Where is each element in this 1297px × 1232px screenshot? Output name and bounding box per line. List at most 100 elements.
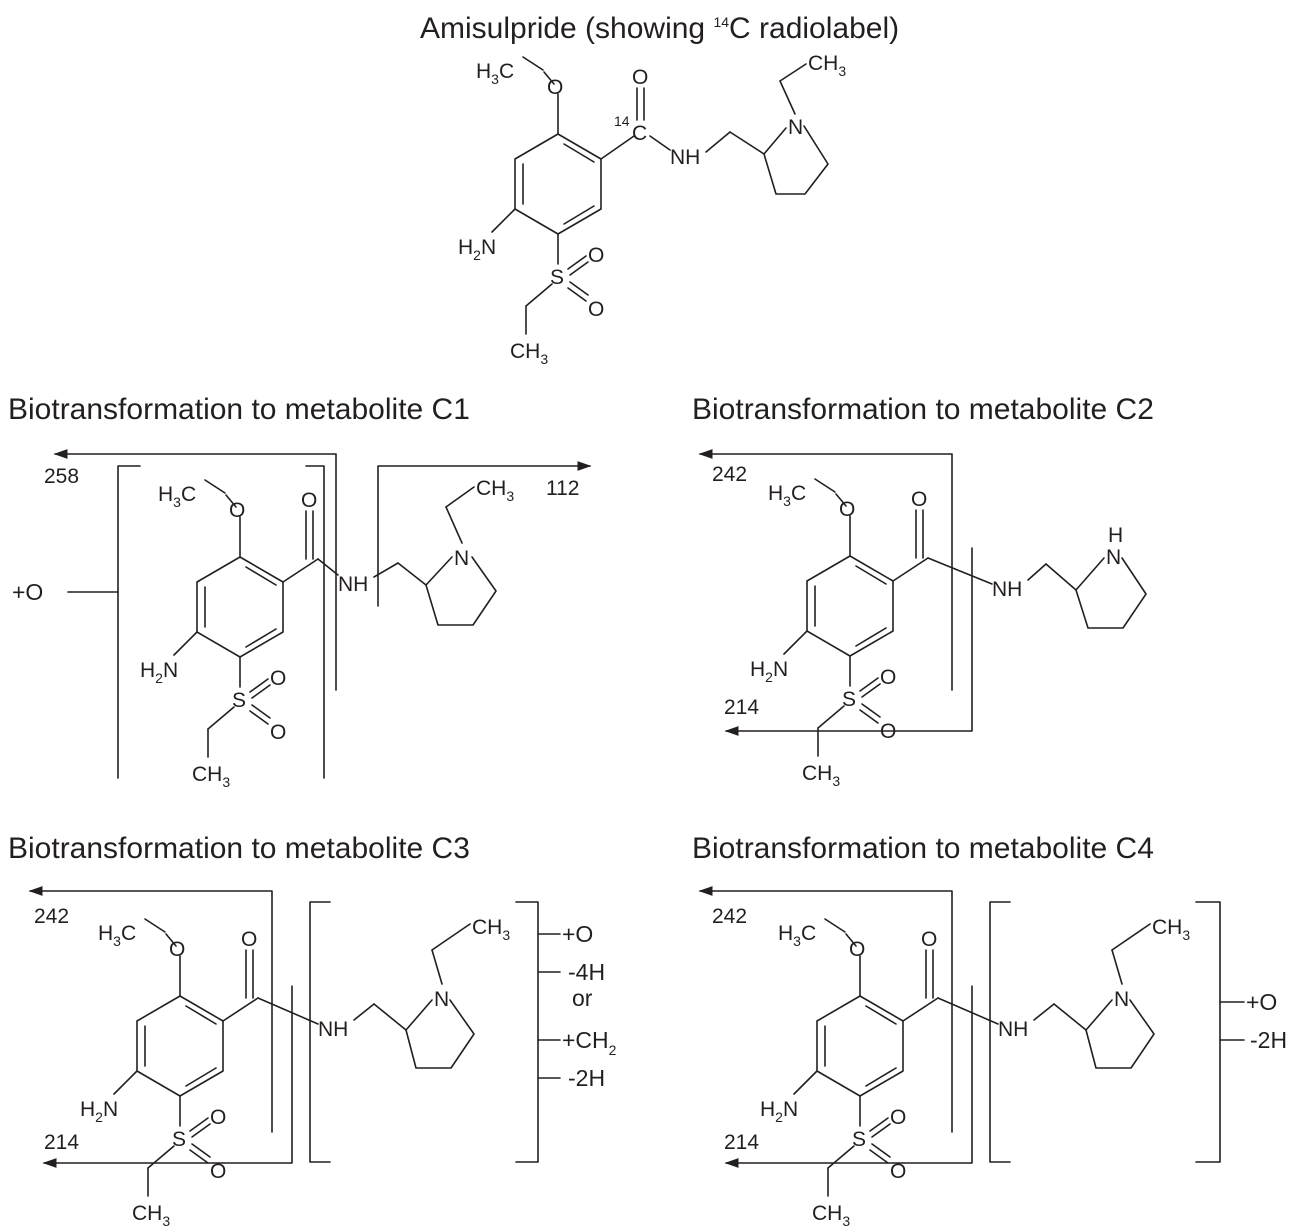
c3-note-oxidation: +O (562, 921, 593, 947)
svg-text:O: O (911, 488, 927, 511)
panel-c3: Biotransformation to metabolite C3 H3C O… (8, 832, 617, 1229)
panel-c3-heading: Biotransformation to metabolite C3 (8, 832, 470, 865)
svg-text:O: O (210, 1160, 226, 1183)
svg-text:NH: NH (998, 1018, 1028, 1041)
c3-note-dehydro-2h: -2H (568, 1065, 605, 1091)
svg-text:NH: NH (318, 1018, 348, 1041)
svg-text:H2N: H2N (760, 1098, 798, 1125)
svg-text:O: O (241, 928, 257, 951)
c3-bracket-left (309, 901, 331, 1163)
svg-text:S: S (232, 689, 246, 712)
svg-text:CH3: CH3 (1152, 916, 1190, 943)
svg-text:O: O (921, 928, 937, 951)
c2-fragment-242-arrow (698, 449, 953, 691)
panel-c1: Biotransformation to metabolite C1 H3C O… (8, 393, 592, 790)
svg-text:N: N (454, 547, 469, 570)
c4-fragment-242-label: 242 (712, 905, 747, 928)
c2-fragment-242-label: 242 (712, 463, 747, 486)
c3-fragment-214-arrow (42, 985, 293, 1168)
c4-fragment-214-label: 214 (724, 1131, 759, 1154)
c2-nh-hydrogen: H (1108, 524, 1123, 547)
c3-fragment-242-label: 242 (34, 905, 69, 928)
svg-text:CH3: CH3 (812, 1202, 850, 1229)
c3-bracket-right (515, 901, 539, 1163)
svg-text:O: O (849, 938, 865, 961)
svg-text:O: O (169, 938, 185, 961)
svg-text:H2N: H2N (80, 1098, 118, 1125)
svg-text:CH3: CH3 (192, 763, 230, 790)
svg-text:H2N: H2N (140, 659, 178, 686)
svg-text:O: O (270, 721, 286, 744)
svg-text:N: N (1106, 546, 1121, 569)
svg-text:O: O (301, 489, 317, 512)
c1-fragment-112-arrow (377, 461, 592, 607)
c4-structure: H3C O H2N S O O CH3 O NH N CH3 (760, 916, 1190, 1229)
atom-n-ethyl-methyl: CH3 (808, 52, 846, 79)
atom-methoxy-oxygen: O (547, 76, 563, 99)
c1-structure: H3C O H2N S O O CH3 O NH N CH3 (140, 477, 514, 790)
svg-text:CH3: CH3 (802, 762, 840, 789)
svg-text:N: N (1114, 988, 1129, 1011)
amisulpride-structure: H3C O H2N S O O CH3 14 C O NH N CH3 (458, 52, 846, 367)
panel-c4: Biotransformation to metabolite C4 H3C O… (692, 832, 1287, 1229)
c4-bracket-left (989, 901, 1011, 1163)
svg-text:O: O (880, 666, 896, 689)
isotope-label: 14 (614, 113, 630, 129)
c3-note-methylation: +CH2 (562, 1027, 617, 1058)
atom-carbonyl-oxygen: O (632, 66, 648, 89)
atom-methyl: H3C (476, 60, 514, 87)
svg-text:O: O (270, 667, 286, 690)
c4-fragment-242-arrow (698, 886, 953, 1133)
atom-sulfur: S (550, 266, 564, 289)
c1-oxidation-label: +O (12, 579, 43, 605)
c3-note-dehydro-4h: -4H (568, 959, 605, 985)
svg-text:S: S (852, 1128, 866, 1151)
svg-text:H3C: H3C (98, 922, 136, 949)
c1-bracket-left (117, 465, 141, 779)
atom-pyrrolidine-n: N (788, 116, 803, 139)
svg-text:S: S (172, 1128, 186, 1151)
svg-text:NH: NH (992, 578, 1022, 601)
panel-c1-heading: Biotransformation to metabolite C1 (8, 393, 470, 426)
svg-text:H3C: H3C (768, 482, 806, 509)
svg-text:H2N: H2N (750, 658, 788, 685)
c3-fragment-242-arrow (28, 886, 273, 1133)
atom-sulfonyl-oxygen-bottom: O (588, 298, 604, 321)
c4-note-dehydro-2h: -2H (1250, 1027, 1287, 1053)
c2-fragment-214-arrow (724, 547, 973, 736)
c4-bracket-right (1195, 901, 1221, 1163)
atom-labelled-carbon: C (632, 122, 647, 145)
svg-text:H3C: H3C (158, 483, 196, 510)
c2-structure: H3C O H2N S O O CH3 O NH N H (750, 478, 1147, 789)
svg-text:O: O (210, 1106, 226, 1129)
c4-fragment-214-arrow (724, 985, 973, 1168)
c1-fragment-258-label: 258 (44, 465, 79, 488)
c1-bracket-right (305, 465, 325, 779)
atom-amide-nh: NH (670, 146, 700, 169)
c2-fragment-214-label: 214 (724, 696, 759, 719)
atom-sulfur-ethyl-methyl: CH3 (510, 340, 548, 367)
c1-fragment-258-arrow (53, 449, 337, 691)
svg-text:H3C: H3C (778, 922, 816, 949)
panel-c2-heading: Biotransformation to metabolite C2 (692, 393, 1154, 426)
c3-note-or: or (572, 985, 593, 1011)
svg-text:O: O (839, 498, 855, 521)
atom-sulfonyl-oxygen-top: O (588, 244, 604, 267)
panel-c4-heading: Biotransformation to metabolite C4 (692, 832, 1154, 865)
atom-amine: H2N (458, 236, 496, 263)
c3-fragment-214-label: 214 (44, 1131, 79, 1154)
svg-text:S: S (842, 688, 856, 711)
svg-text:O: O (890, 1106, 906, 1129)
c1-fragment-112-label: 112 (546, 477, 579, 500)
svg-text:CH3: CH3 (476, 477, 514, 504)
svg-text:CH3: CH3 (132, 1202, 170, 1229)
main-title: Amisulpride (showing 14C radiolabel) (420, 12, 899, 45)
c3-structure: H3C O H2N S O O CH3 O NH N CH3 (80, 916, 510, 1229)
svg-text:O: O (229, 499, 245, 522)
panel-c2: Biotransformation to metabolite C2 H3C O… (692, 393, 1154, 789)
c4-note-oxidation: +O (1246, 989, 1277, 1015)
svg-text:CH3: CH3 (472, 916, 510, 943)
svg-text:N: N (434, 988, 449, 1011)
